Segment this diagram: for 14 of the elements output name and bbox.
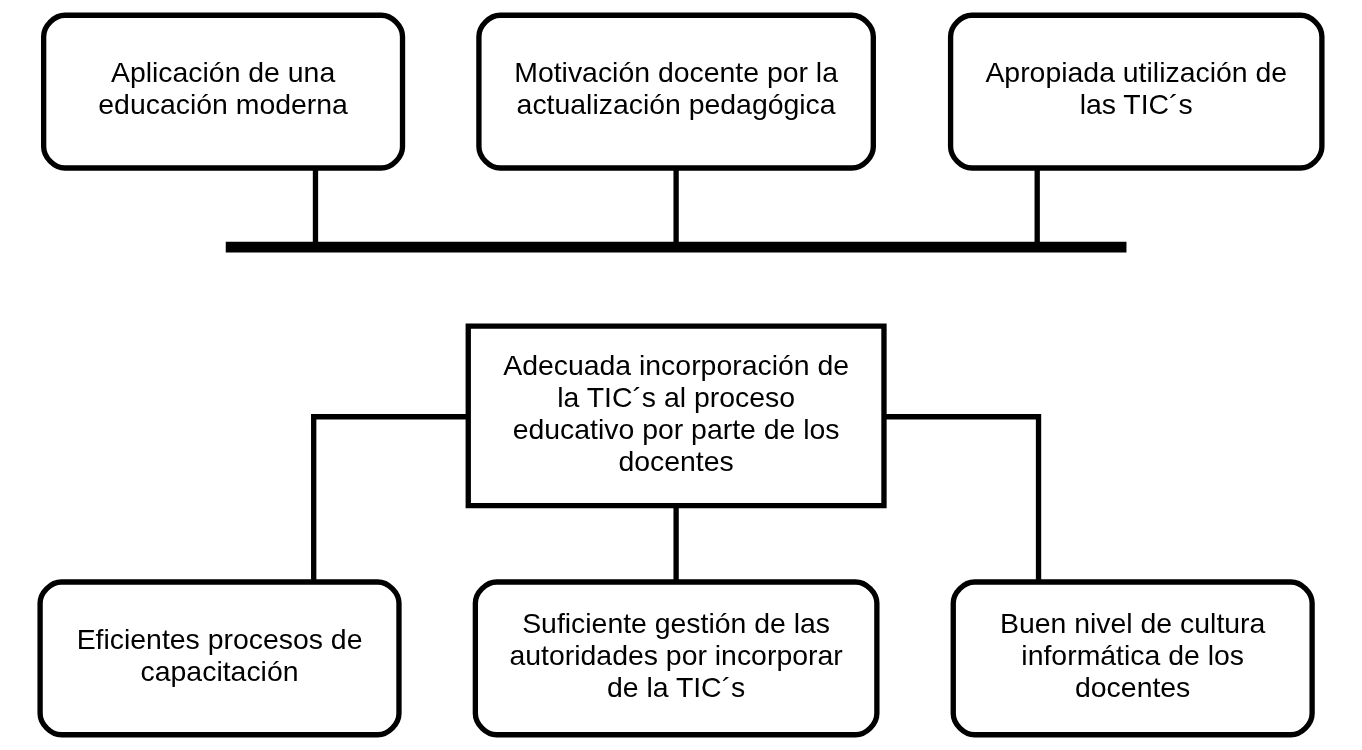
connector bbox=[884, 414, 1042, 582]
connector bbox=[311, 414, 468, 582]
connector bbox=[673, 168, 679, 245]
node-box: Buen nivel de cultura informática de los docentes bbox=[950, 579, 1315, 738]
node-bar bbox=[225, 241, 1127, 253]
connector bbox=[312, 168, 319, 245]
connector bbox=[1034, 168, 1040, 245]
connector bbox=[673, 506, 679, 582]
node-box: Motivación docente por la actualización pedagógica bbox=[476, 12, 876, 171]
node-box: Suficiente gestión de las autoridades por incorporar de la TIC´s bbox=[472, 579, 880, 738]
node-box: Aplicación de una educación moderna bbox=[41, 12, 406, 171]
node-box: Adecuada incorporación de la TIC´s al proceso educativo por parte de los docentes bbox=[465, 323, 887, 509]
node-box: Eficientes procesos de capacitación bbox=[37, 579, 402, 738]
node-box: Apropiada utilización de las TIC´s bbox=[947, 12, 1325, 171]
